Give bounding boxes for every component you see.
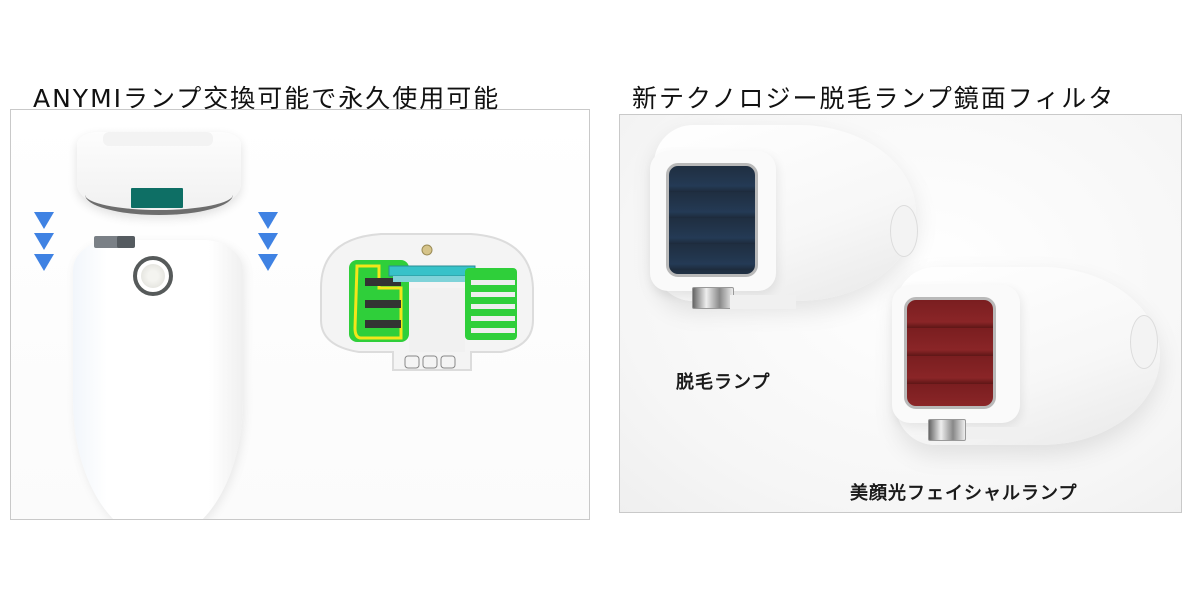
lamp-cap-tab xyxy=(131,188,183,208)
down-arrow-icon xyxy=(258,212,278,229)
red-mirror-filter xyxy=(904,297,996,409)
left-heading: ANYMIランプ交換可能で永久使用可能 xyxy=(33,83,501,113)
blue-mirror-filter xyxy=(666,163,758,277)
down-arrow-icon xyxy=(34,212,54,229)
hair-removal-lamp-caption: 脱毛ランプ xyxy=(676,372,771,393)
facial-lamp-caption: 美顔光フェイシャルランプ xyxy=(850,483,1078,504)
down-arrow-icon xyxy=(258,254,278,271)
lamp-replacement-panel xyxy=(10,109,590,520)
mirror-filter-panel: 脱毛ランプ 美顔光フェイシャルランプ xyxy=(619,114,1182,513)
down-arrow-icon xyxy=(258,233,278,250)
right-heading: 新テクノロジー脱毛ランプ鏡面フィルタ xyxy=(632,83,1116,113)
down-arrow-icon xyxy=(34,254,54,271)
down-arrows-left xyxy=(34,212,54,271)
down-arrow-icon xyxy=(34,233,54,250)
down-arrows-right xyxy=(258,212,278,271)
